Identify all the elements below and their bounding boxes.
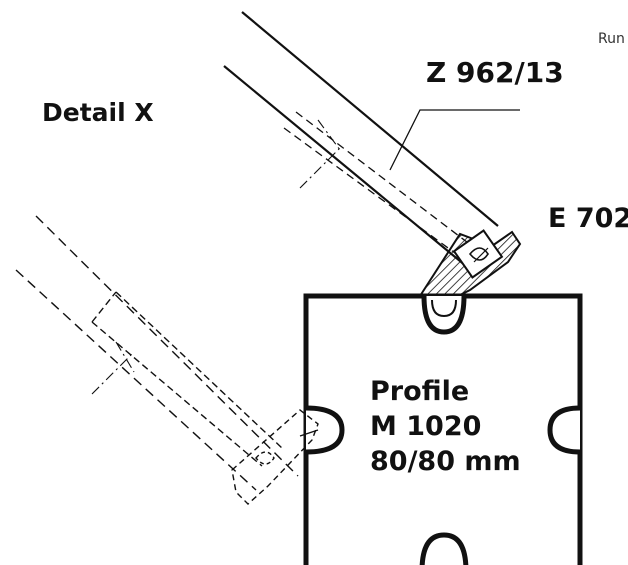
profile-line-2: M 1020 xyxy=(370,411,482,442)
corner-label: Run xyxy=(598,31,625,47)
upper-tube xyxy=(223,11,520,267)
detail-label: Detail X xyxy=(42,98,154,127)
profile-line-3: 80/80 mm xyxy=(370,446,521,477)
profile-label: Profile M 1020 80/80 mm xyxy=(370,374,521,479)
part-label-e: E 702 xyxy=(548,203,628,234)
profile-line-1: Profile xyxy=(370,376,470,407)
profile-m1020 xyxy=(303,293,583,565)
part-label-z: Z 962/13 xyxy=(426,56,564,89)
lower-tube-dashed xyxy=(15,215,319,505)
